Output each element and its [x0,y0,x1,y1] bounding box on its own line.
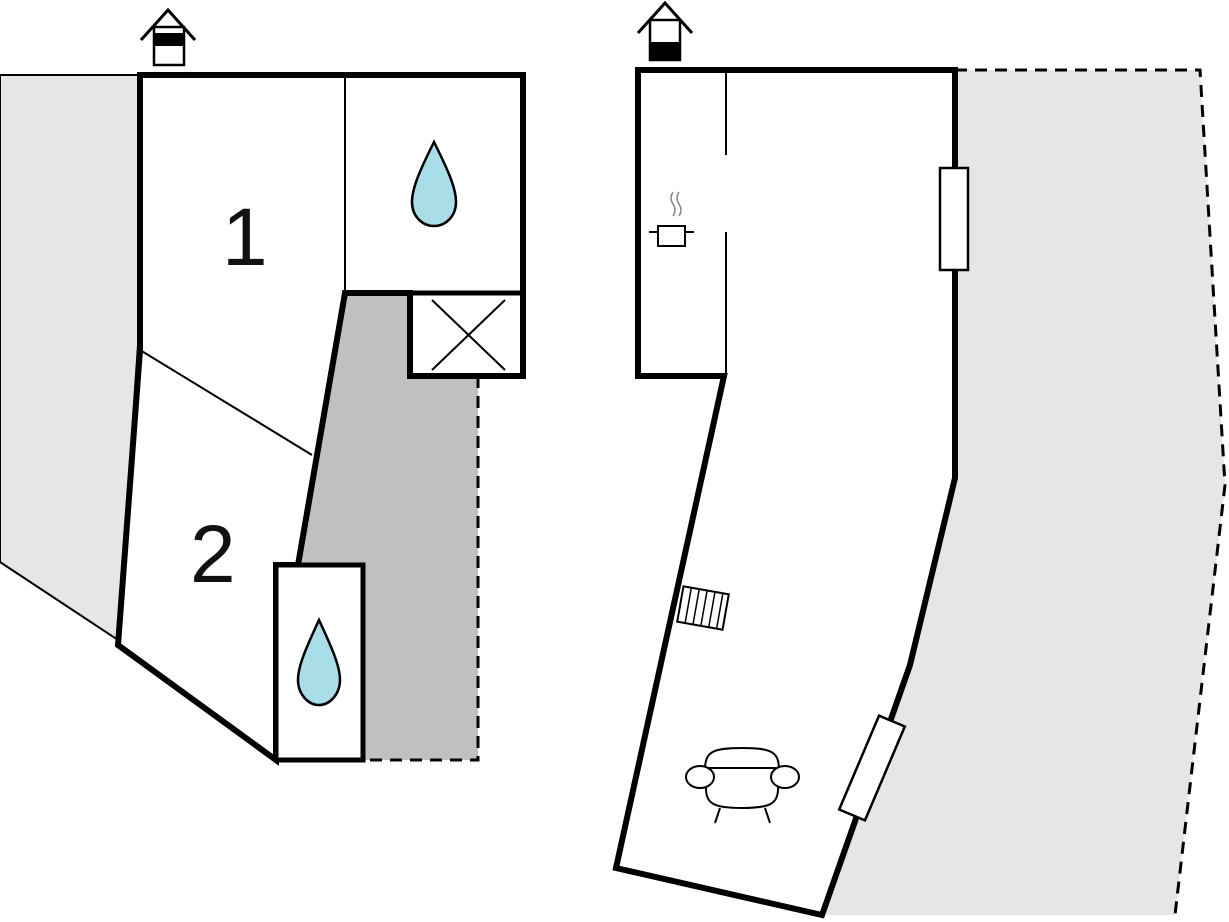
room-label-1: 1 [222,192,268,283]
left-terrace [0,74,139,642]
water-drop-icon [410,139,458,228]
window-icon [837,713,907,823]
room-divider-diagonal [139,349,313,456]
room-label-2: 2 [190,509,236,600]
house-entrance-icon [636,0,694,62]
water-drop-icon [296,617,342,707]
left-floor: 1 2 [0,7,526,766]
left-shaded-area [298,293,478,760]
storage-box [407,290,526,379]
armchair-icon [685,746,800,824]
house-entrance-icon [139,7,197,67]
stairs-icon [676,585,730,631]
right-terrace [822,70,1225,915]
right-terrace-border [955,68,1227,916]
window-icon [938,166,970,272]
cooking-pot-icon [649,191,694,247]
left-shaded-border [363,376,480,762]
storage-cross-b [431,299,506,371]
right-floor [612,0,1227,919]
